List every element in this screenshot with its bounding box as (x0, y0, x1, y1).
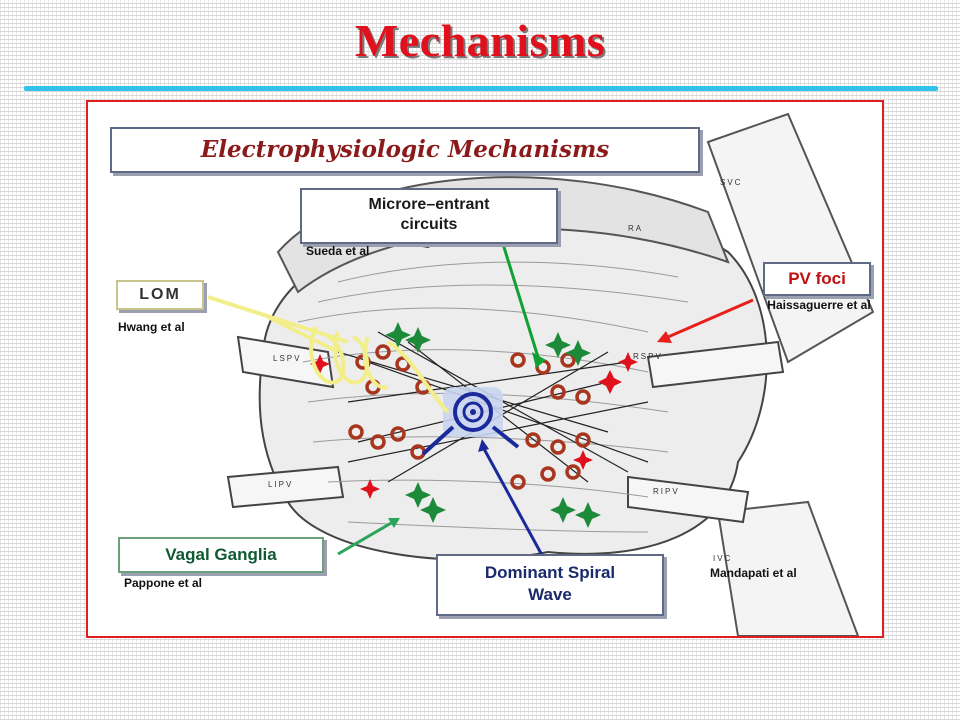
ripv-vessel (627, 475, 750, 524)
spiral-arrowhead (478, 439, 489, 452)
pv-foci-arrowhead (657, 331, 672, 343)
lspv-label: LSPV (273, 354, 302, 363)
citation-hwang: Hwang et al (118, 320, 185, 334)
vagal-ganglia-label: Vagal Ganglia (165, 545, 277, 564)
lipv-vessel (226, 465, 345, 509)
dominant-spiral-callout: Dominant Spiral Wave (436, 554, 664, 616)
vagal-ganglia-callout: Vagal Ganglia (118, 537, 324, 573)
lipv-label: LIPV (268, 480, 294, 489)
figure-frame: Electrophysiologic Mechanisms Microre–en… (86, 100, 884, 638)
microreentrant-callout: Microre–entrant circuits (300, 188, 558, 244)
figure-heading: Electrophysiologic Mechanisms (200, 136, 610, 163)
rspv-label: RSPV (633, 352, 663, 361)
vagal-arrowhead (388, 518, 400, 528)
citation-pappone: Pappone et al (124, 576, 203, 590)
title-divider (24, 86, 938, 91)
figure-heading-box: Electrophysiologic Mechanisms (110, 127, 700, 173)
ivc-label: IVC (713, 554, 733, 563)
ripv-label: RIPV (653, 487, 680, 496)
lom-callout: LOM (116, 280, 204, 310)
microreentrant-arrow (501, 243, 540, 358)
microreentrant-label: Microre–entrant circuits (368, 196, 490, 233)
lom-label: LOM (139, 286, 181, 303)
pv-foci-callout: PV foci (763, 262, 871, 296)
citation-mandapati: Mandapati et al (710, 566, 797, 580)
ganglion-star-icon (385, 322, 601, 528)
ra-label: RA (628, 224, 644, 233)
ivc-vessel (716, 500, 860, 636)
microreentrant-arrowhead (532, 352, 546, 368)
citation-haissaguerre: Haissaguerre et al (767, 298, 871, 312)
slide-title: Mechanisms (354, 15, 606, 66)
pv-foci-arrow (667, 298, 754, 339)
pv-foci-label: PV foci (788, 269, 846, 288)
dominant-spiral-label: Dominant Spiral Wave (484, 563, 616, 604)
atrial-body (258, 211, 768, 561)
vagal-arrow (337, 520, 394, 556)
svc-label: SVC (720, 178, 743, 187)
rspv-vessel (646, 340, 785, 389)
atrial-anatomy-diagram (207, 112, 875, 636)
spiral-arrow (481, 446, 545, 558)
citation-sueda: Sueda et al (306, 244, 370, 258)
svc-vessel (706, 112, 875, 364)
focus-star-icon (310, 352, 638, 499)
lom-lines (207, 295, 450, 414)
spiral-wave-icon (421, 387, 520, 456)
